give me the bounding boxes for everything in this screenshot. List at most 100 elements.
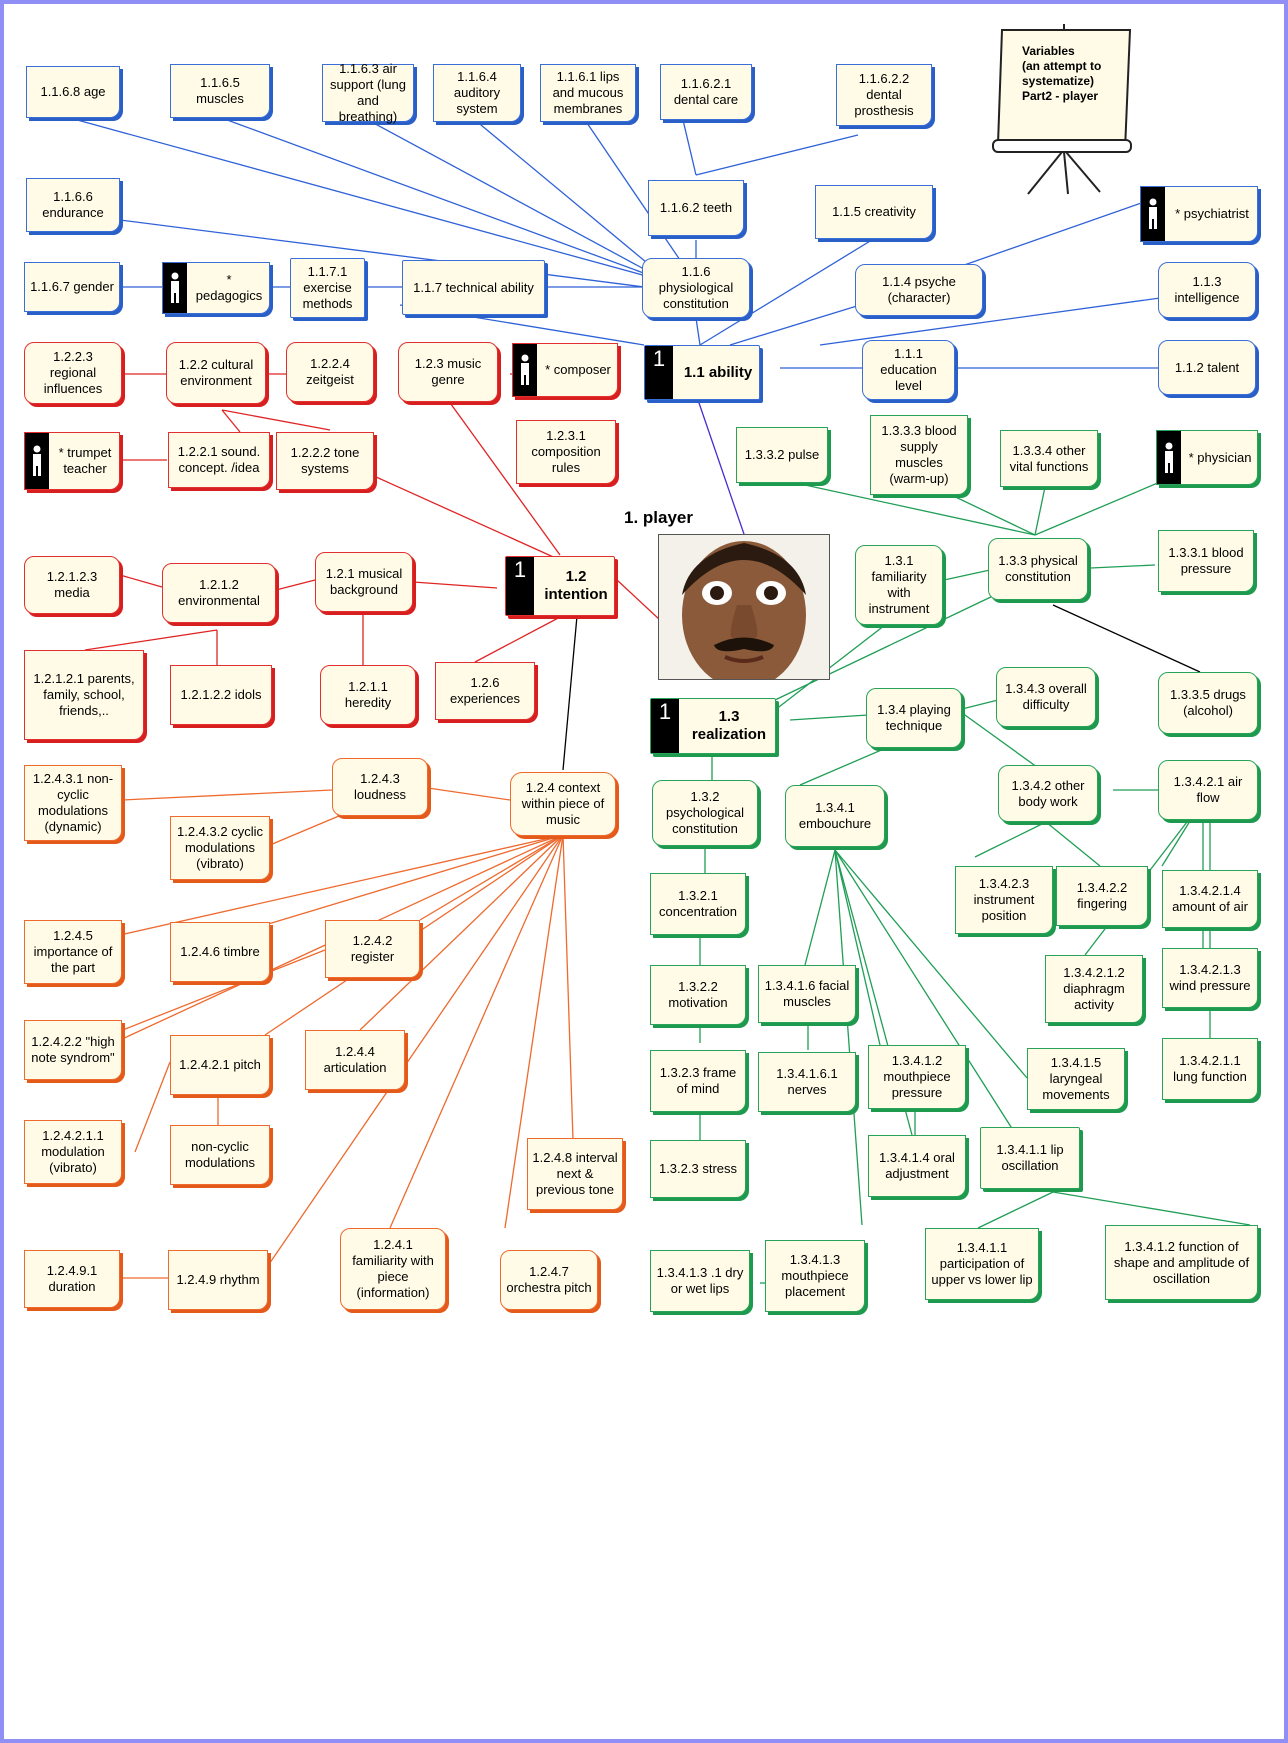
node-1.2.4.6-timbre[interactable]: 1.2.4.6 timbre	[170, 922, 270, 982]
main-node-badge: 1	[645, 346, 673, 399]
node-1.2.4.2.2-high-note-syndrom[interactable]: 1.2.4.2.2 "high note syndrom"	[24, 1020, 122, 1080]
node-1.2.2.2-tone-systems[interactable]: 1.2.2.2 tone systems	[276, 432, 374, 490]
node-1.1.6-physiological-constitution[interactable]: 1.1.6 physiological constitution	[642, 258, 750, 318]
node-1.3.3-physical-constitution[interactable]: 1.3.3 physical constitution	[988, 538, 1088, 600]
node-1.2.4.5-importance-of-part[interactable]: 1.2.4.5 importance of the part	[24, 920, 122, 984]
node-1.2.4.3-loudness[interactable]: 1.2.4.3 loudness	[332, 758, 428, 816]
node-1.3.4.1.3-mouthpiece-placement[interactable]: 1.3.4.1.3 mouthpiece placement	[765, 1240, 865, 1312]
node-1.3.4.2.2-fingering[interactable]: 1.3.4.2.2 fingering	[1056, 866, 1148, 926]
person-icon	[1141, 187, 1165, 241]
node-1.3.3.1-blood-pressure[interactable]: 1.3.3.1 blood pressure	[1158, 530, 1254, 592]
node-1.2.3.1-composition-rules[interactable]: 1.2.3.1 composition rules	[516, 420, 616, 484]
node-1.1.4-psyche[interactable]: 1.1.4 psyche (character)	[855, 264, 983, 316]
node-1.3.4.2.1.3-wind-pressure[interactable]: 1.3.4.2.1.3 wind pressure	[1162, 948, 1258, 1008]
node-1.1.6.8-age[interactable]: 1.1.6.8 age	[26, 66, 120, 118]
node-1.3.4.1.2-mouthpiece-pressure[interactable]: 1.3.4.1.2 mouthpiece pressure	[868, 1045, 966, 1109]
node-1.1.6.1-lips[interactable]: 1.1.6.1 lips and mucous membranes	[540, 64, 636, 122]
node-1.1.6.5-muscles[interactable]: 1.1.6.5 muscles	[170, 64, 270, 118]
node-1.1.7.1-exercise-methods[interactable]: 1.1.7.1 exercise methods	[290, 258, 365, 318]
node-trumpet-teacher[interactable]: * trumpet teacher	[24, 432, 120, 490]
node-1.3.4-playing-technique[interactable]: 1.3.4 playing technique	[866, 688, 962, 748]
node-1.2.3-music-genre[interactable]: 1.2.3 music genre	[398, 342, 498, 402]
node-1.3.2.3-frame-of-mind[interactable]: 1.3.2.3 frame of mind	[650, 1050, 746, 1112]
node-1.2.1.1-heredity[interactable]: 1.2.1.1 heredity	[320, 665, 416, 725]
node-1.3.4.2-other-body-work[interactable]: 1.3.4.2 other body work	[998, 765, 1098, 822]
node-1.2.6-experiences[interactable]: 1.2.6 experiences	[435, 662, 535, 720]
node-1.2.2.1-sound-concept[interactable]: 1.2.2.1 sound. concept. /idea	[168, 432, 270, 488]
node-1.2.4.9.1-duration[interactable]: 1.2.4.9.1 duration	[24, 1250, 120, 1308]
node-1.3.4.1.1-participation-upper-lower-lip[interactable]: 1.3.4.1.1 participation of upper vs lowe…	[925, 1228, 1039, 1300]
node-1.2.1-musical-background[interactable]: 1.2.1 musical background	[315, 552, 413, 612]
node-composer[interactable]: * composer	[512, 343, 618, 397]
node-pedagogics[interactable]: * pedagogics	[162, 262, 270, 314]
node-1.3.4.2.1-air-flow[interactable]: 1.3.4.2.1 air flow	[1158, 760, 1258, 820]
node-1.3.4.2.1.2-diaphragm-activity[interactable]: 1.3.4.2.1.2 diaphragm activity	[1045, 955, 1143, 1023]
node-psychiatrist[interactable]: * psychiatrist	[1140, 186, 1258, 242]
node-1.3.3.3-blood-supply[interactable]: 1.3.3.3 blood supply muscles (warm-up)	[870, 415, 968, 495]
node-1.2.4.2.1.1-modulation-vibrato[interactable]: 1.2.4.2.1.1 modulation (vibrato)	[24, 1120, 122, 1184]
node-1.1.6.2.2-dental-prosthesis[interactable]: 1.1.6.2.2 dental prosthesis	[836, 64, 932, 126]
node-1.2.4.2-register[interactable]: 1.2.4.2 register	[325, 920, 420, 978]
node-1.1.6.2-teeth[interactable]: 1.1.6.2 teeth	[648, 180, 744, 236]
person-icon	[163, 263, 187, 313]
node-1.3.4.1.1-lip-oscillation[interactable]: 1.3.4.1.1 lip oscillation	[980, 1127, 1080, 1189]
node-1.2.4.1-familiarity-with-piece[interactable]: 1.2.4.1 familiarity with piece (informat…	[340, 1228, 446, 1310]
node-1.2.4.4-articulation[interactable]: 1.2.4.4 articulation	[305, 1030, 405, 1090]
node-1.1.6.2.1-dental-care[interactable]: 1.1.6.2.1 dental care	[660, 64, 752, 120]
node-1.3.1-familiarity-with-instrument[interactable]: 1.3.1 familiarity with instrument	[855, 545, 943, 625]
node-1.3.2.3-stress[interactable]: 1.3.2.3 stress	[650, 1140, 746, 1198]
node-1.1.6.7-gender[interactable]: 1.1.6.7 gender	[24, 262, 120, 312]
node-1.2.4.9-rhythm[interactable]: 1.2.4.9 rhythm	[168, 1250, 268, 1310]
node-non-cyclic-modulations[interactable]: non-cyclic modulations	[170, 1125, 270, 1185]
node-1.1.5-creativity[interactable]: 1.1.5 creativity	[815, 185, 933, 239]
node-1.2.2.4-zeitgeist[interactable]: 1.2.2.4 zeitgeist	[286, 342, 374, 402]
node-1.3.4.1.4-oral-adjustment[interactable]: 1.3.4.1.4 oral adjustment	[868, 1135, 966, 1197]
main-node-badge: 1	[651, 699, 679, 753]
node-1.1.6.3-air-support[interactable]: 1.1.6.3 air support (lung and breathing)	[322, 61, 414, 124]
node-1.3.3.2-pulse[interactable]: 1.3.3.2 pulse	[736, 427, 828, 483]
node-1.2.4.2.1-pitch[interactable]: 1.2.4.2.1 pitch	[170, 1035, 270, 1095]
node-1.2.4.3.2-cyclic-modulations[interactable]: 1.2.4.3.2 cyclic modulations (vibrato)	[170, 816, 270, 880]
node-1.3.4.2.1.1-lung-function[interactable]: 1.3.4.2.1.1 lung function	[1162, 1038, 1258, 1100]
node-label: * trumpet teacher	[58, 445, 112, 476]
node-1.2.2-cultural-environment[interactable]: 1.2.2 cultural environment	[166, 342, 266, 404]
node-1.2.4.8-interval[interactable]: 1.2.4.8 interval next & previous tone	[527, 1138, 623, 1210]
node-1.2.1.2.3-media[interactable]: 1.2.1.2.3 media	[24, 556, 120, 614]
node-label: 1.1 ability	[683, 363, 753, 381]
node-1.3.4.1.5-laryngeal-movements[interactable]: 1.3.4.1.5 laryngeal movements	[1027, 1048, 1125, 1110]
node-1.1.1-education-level[interactable]: 1.1.1 education level	[862, 340, 955, 400]
node-1.1.3-intelligence[interactable]: 1.1.3 intelligence	[1158, 262, 1256, 318]
node-physician[interactable]: * physician	[1156, 430, 1258, 485]
node-1.3.4.1.6.1-nerves[interactable]: 1.3.4.1.6.1 nerves	[758, 1052, 856, 1112]
person-icon	[1157, 431, 1181, 484]
node-1.1.7-technical-ability[interactable]: 1.1.7 technical ability	[402, 260, 545, 315]
node-1.2.4.7-orchestra-pitch[interactable]: 1.2.4.7 orchestra pitch	[500, 1250, 598, 1310]
node-1.2.4-context-within-piece[interactable]: 1.2.4 context within piece of music	[510, 772, 616, 836]
node-1.1.2-talent[interactable]: 1.1.2 talent	[1158, 340, 1256, 395]
node-1.3.4.1.6-facial-muscles[interactable]: 1.3.4.1.6 facial muscles	[758, 965, 856, 1023]
node-1.3.4.1.2-function-of-shape[interactable]: 1.3.4.1.2 function of shape and amplitud…	[1105, 1225, 1258, 1300]
node-1.1.6.6-endurance[interactable]: 1.1.6.6 endurance	[26, 178, 120, 232]
node-1.1.6.4-auditory-system[interactable]: 1.1.6.4 auditory system	[433, 64, 521, 122]
node-1.3.3.5-drugs-alcohol[interactable]: 1.3.3.5 drugs (alcohol)	[1158, 672, 1258, 734]
node-1.3.4.1.3.1-dry-or-wet-lips[interactable]: 1.3.4.1.3 .1 dry or wet lips	[650, 1250, 750, 1312]
node-1.2.4.3.1-non-cyclic-modulations[interactable]: 1.2.4.3.1 non-cyclic modulations (dynami…	[24, 765, 122, 841]
node-1.3.4.1-embouchure[interactable]: 1.3.4.1 embouchure	[785, 785, 885, 847]
node-1.3.2-psychological-constitution[interactable]: 1.3.2 psychological constitution	[652, 780, 758, 846]
node-1.3.4.3-overall-difficulty[interactable]: 1.3.4.3 overall difficulty	[996, 667, 1096, 727]
node-1.3.2.1-concentration[interactable]: 1.3.2.1 concentration	[650, 873, 746, 935]
main-node-badge: 1	[506, 557, 534, 615]
node-1.3.4.2.1.4-amount-of-air[interactable]: 1.3.4.2.1.4 amount of air	[1162, 870, 1258, 928]
node-1.3.2.2-motivation[interactable]: 1.3.2.2 motivation	[650, 965, 746, 1025]
node-1.3.3.4-other-vital-functions[interactable]: 1.3.3.4 other vital functions	[1000, 430, 1098, 487]
node-1.3.4.2.3-instrument-position[interactable]: 1.3.4.2.3 instrument position	[955, 866, 1053, 934]
easel-icon	[990, 22, 1140, 197]
node-1.2.1.2.1-parents-family[interactable]: 1.2.1.2.1 parents, family, school, frien…	[24, 650, 144, 740]
node-1.1-ability[interactable]: 1 1.1 ability	[644, 345, 760, 400]
node-1.2.1.2.2-idols[interactable]: 1.2.1.2.2 idols	[170, 665, 272, 725]
node-1.2.1.2-environmental[interactable]: 1.2.1.2 environmental	[162, 563, 276, 623]
node-label: * psychiatrist	[1175, 206, 1249, 221]
node-1.2.2.3-regional-influences[interactable]: 1.2.2.3 regional influences	[24, 342, 122, 404]
